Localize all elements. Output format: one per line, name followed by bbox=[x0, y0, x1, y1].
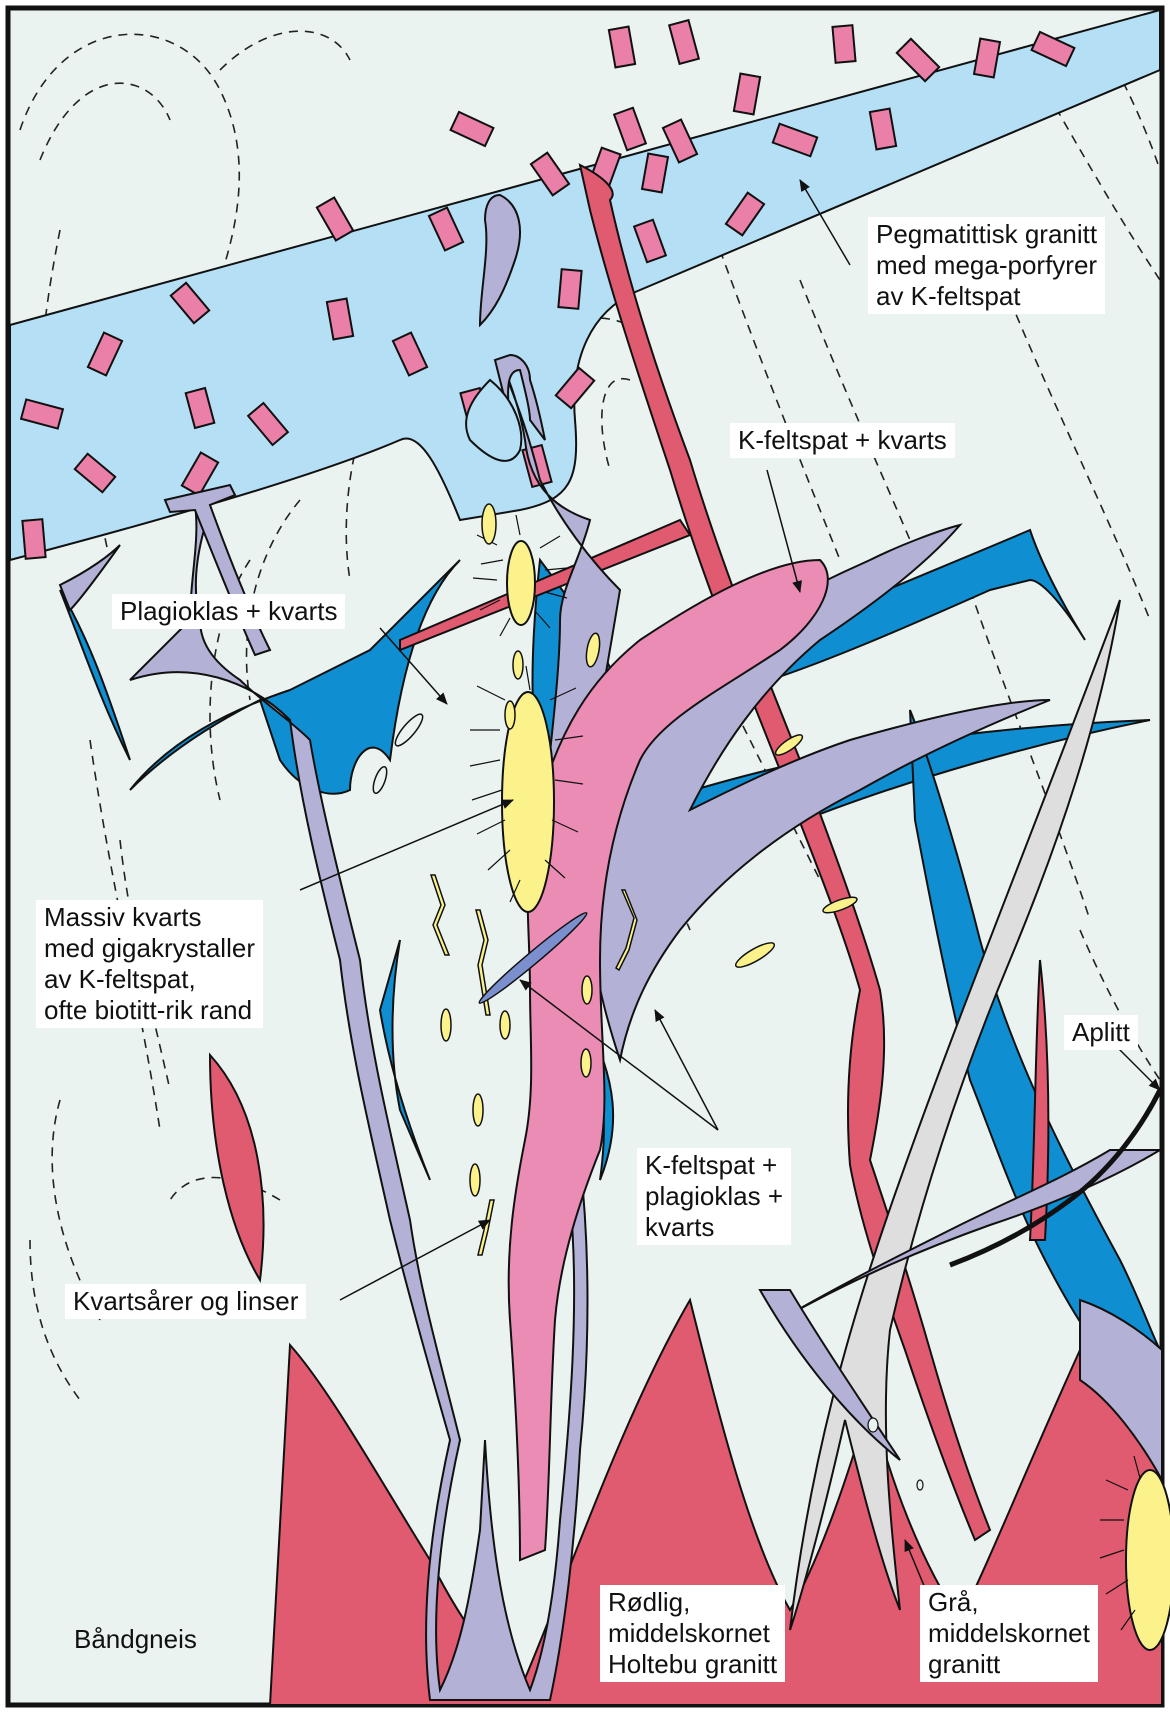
label-aplite: Aplitt bbox=[1064, 1015, 1138, 1050]
label-plagioclase-quartz: Plagioklas + kvarts bbox=[112, 594, 345, 629]
label-grey-granite: Grå, middelskornet granitt bbox=[920, 1585, 1098, 1682]
label-k-feldspar-quartz: K-feltspat + kvarts bbox=[730, 423, 955, 458]
label-quartz-veins: Kvartsårer og linser bbox=[65, 1284, 306, 1319]
label-red-granite: Rødlig, middelskornet Holtebu granitt bbox=[600, 1585, 785, 1682]
label-pegmatite-granite: Pegmatittisk granitt med mega-porfyrer a… bbox=[868, 217, 1105, 314]
label-k-feldspar-plagioclase-quartz: K-feltspat + plagioklas + kvarts bbox=[637, 1148, 791, 1245]
label-massive-quartz: Massiv kvarts med gigakrystaller av K-fe… bbox=[36, 900, 263, 1028]
label-band-gneiss: Båndgneis bbox=[66, 1622, 205, 1657]
